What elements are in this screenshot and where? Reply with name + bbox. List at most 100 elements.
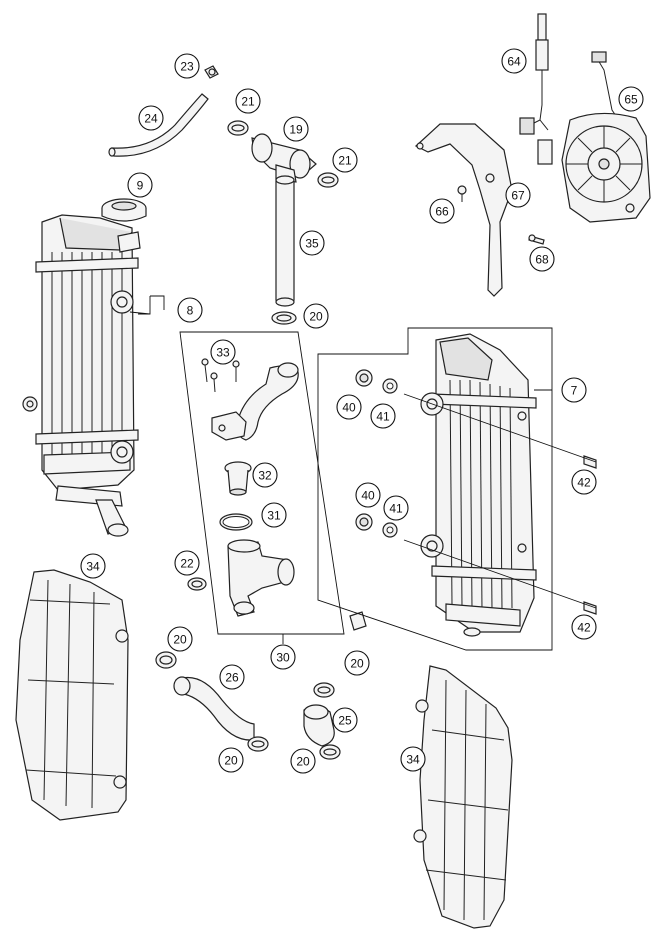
callout-circle: [80, 553, 106, 579]
callout-label: 21: [338, 154, 352, 168]
callout-circle: [252, 462, 278, 488]
callout-label: 24: [144, 112, 158, 126]
callout-label: 22: [180, 557, 194, 571]
callout-label: 30: [276, 651, 290, 665]
callout-circle: [290, 748, 316, 774]
thermostat-housing-19: [251, 133, 317, 183]
callout-circle: [370, 403, 396, 429]
bolt-42-top: [583, 455, 597, 469]
callout-19: 19: [283, 116, 309, 142]
callout-23: 23: [174, 53, 200, 79]
callout-30: 30: [270, 644, 296, 670]
callout-label: 68: [535, 253, 549, 267]
hose-25: [303, 704, 335, 747]
screws-33: [201, 358, 240, 393]
grommet-40-bottom: [355, 513, 373, 531]
pipe-35: [275, 175, 295, 307]
callout-label: 41: [376, 410, 390, 424]
thermostat-housing-lower: [227, 539, 295, 617]
hose-elbow-upper: [211, 362, 299, 441]
callout-20: 20: [167, 626, 193, 652]
radiator-shroud-right: [413, 665, 513, 929]
callout-8: 8: [177, 297, 203, 323]
callout-label: 34: [406, 753, 420, 767]
callout-label: 25: [338, 714, 352, 728]
callout-67: 67: [505, 182, 531, 208]
callout-31: 31: [261, 502, 287, 528]
callout-circle: [332, 707, 358, 733]
callout-label: 40: [361, 489, 375, 503]
callout-label: 41: [389, 502, 403, 516]
callout-label: 20: [173, 633, 187, 647]
clamp-21-top: [227, 120, 249, 136]
bolt-42-bottom: [583, 601, 597, 615]
callout-circle: [167, 626, 193, 652]
callout-label: 67: [511, 189, 525, 203]
clamp-20-left-bottom: [247, 736, 269, 752]
callout-label: 35: [305, 237, 319, 251]
clamp-20-left-top: [155, 651, 177, 669]
clamp-23: [204, 65, 219, 79]
callout-circle: [429, 198, 455, 224]
callout-40: 40: [355, 482, 381, 508]
callout-label: 32: [258, 469, 272, 483]
callout-label: 26: [225, 671, 239, 685]
callout-68: 68: [529, 246, 555, 272]
callout-circle: [174, 550, 200, 576]
clamp-20-mid-bottom: [319, 744, 341, 760]
clamp-22: [187, 577, 207, 591]
callout-circle: [138, 105, 164, 131]
callout-circle: [303, 303, 329, 329]
callout-circle: [571, 614, 597, 640]
callout-20: 20: [303, 303, 329, 329]
callout-label: 33: [216, 346, 230, 360]
callout-circle: [332, 147, 358, 173]
callout-circle: [344, 650, 370, 676]
callout-circle: [400, 746, 426, 772]
callout-label: 31: [267, 509, 281, 523]
callout-circle: [270, 644, 296, 670]
clamp-20-pipe: [271, 311, 297, 325]
callout-circle: [355, 482, 381, 508]
callout-circle: [283, 116, 309, 142]
callout-circle: [505, 182, 531, 208]
callout-24: 24: [138, 105, 164, 131]
callout-25: 25: [332, 707, 358, 733]
right-radiator: [420, 333, 537, 637]
callout-20: 20: [218, 747, 244, 773]
callout-64: 64: [501, 48, 527, 74]
callout-42: 42: [571, 614, 597, 640]
callout-label: 66: [435, 205, 449, 219]
radiator-shroud-left: [15, 569, 129, 821]
callout-7: 7: [561, 377, 587, 403]
clamp-20-mid-top: [349, 611, 367, 631]
callout-label: 21: [241, 95, 255, 109]
callout-66: 66: [429, 198, 455, 224]
left-radiator: [22, 214, 141, 537]
callout-circle: [618, 86, 644, 112]
callout-35: 35: [299, 230, 325, 256]
bracket-67: [414, 123, 513, 297]
callout-circle: [177, 297, 203, 323]
callout-circle: [235, 88, 261, 114]
temperature-sensor-64: [519, 13, 553, 165]
callout-9: 9: [127, 172, 153, 198]
callout-label: 34: [86, 560, 100, 574]
fan-65: [561, 51, 651, 223]
washer-41-bottom: [382, 522, 398, 538]
callout-42: 42: [571, 469, 597, 495]
callout-21: 21: [332, 147, 358, 173]
callout-circle: [299, 230, 325, 256]
callout-circle: [561, 377, 587, 403]
callout-label: 8: [187, 304, 194, 318]
grommet-40-top: [355, 369, 373, 387]
callout-label: 20: [309, 310, 323, 324]
callout-34: 34: [80, 553, 106, 579]
group-30-frame: [179, 331, 345, 635]
callout-41: 41: [383, 495, 409, 521]
callout-circle: [529, 246, 555, 272]
callout-label: 20: [224, 754, 238, 768]
hose-26: [173, 676, 255, 741]
